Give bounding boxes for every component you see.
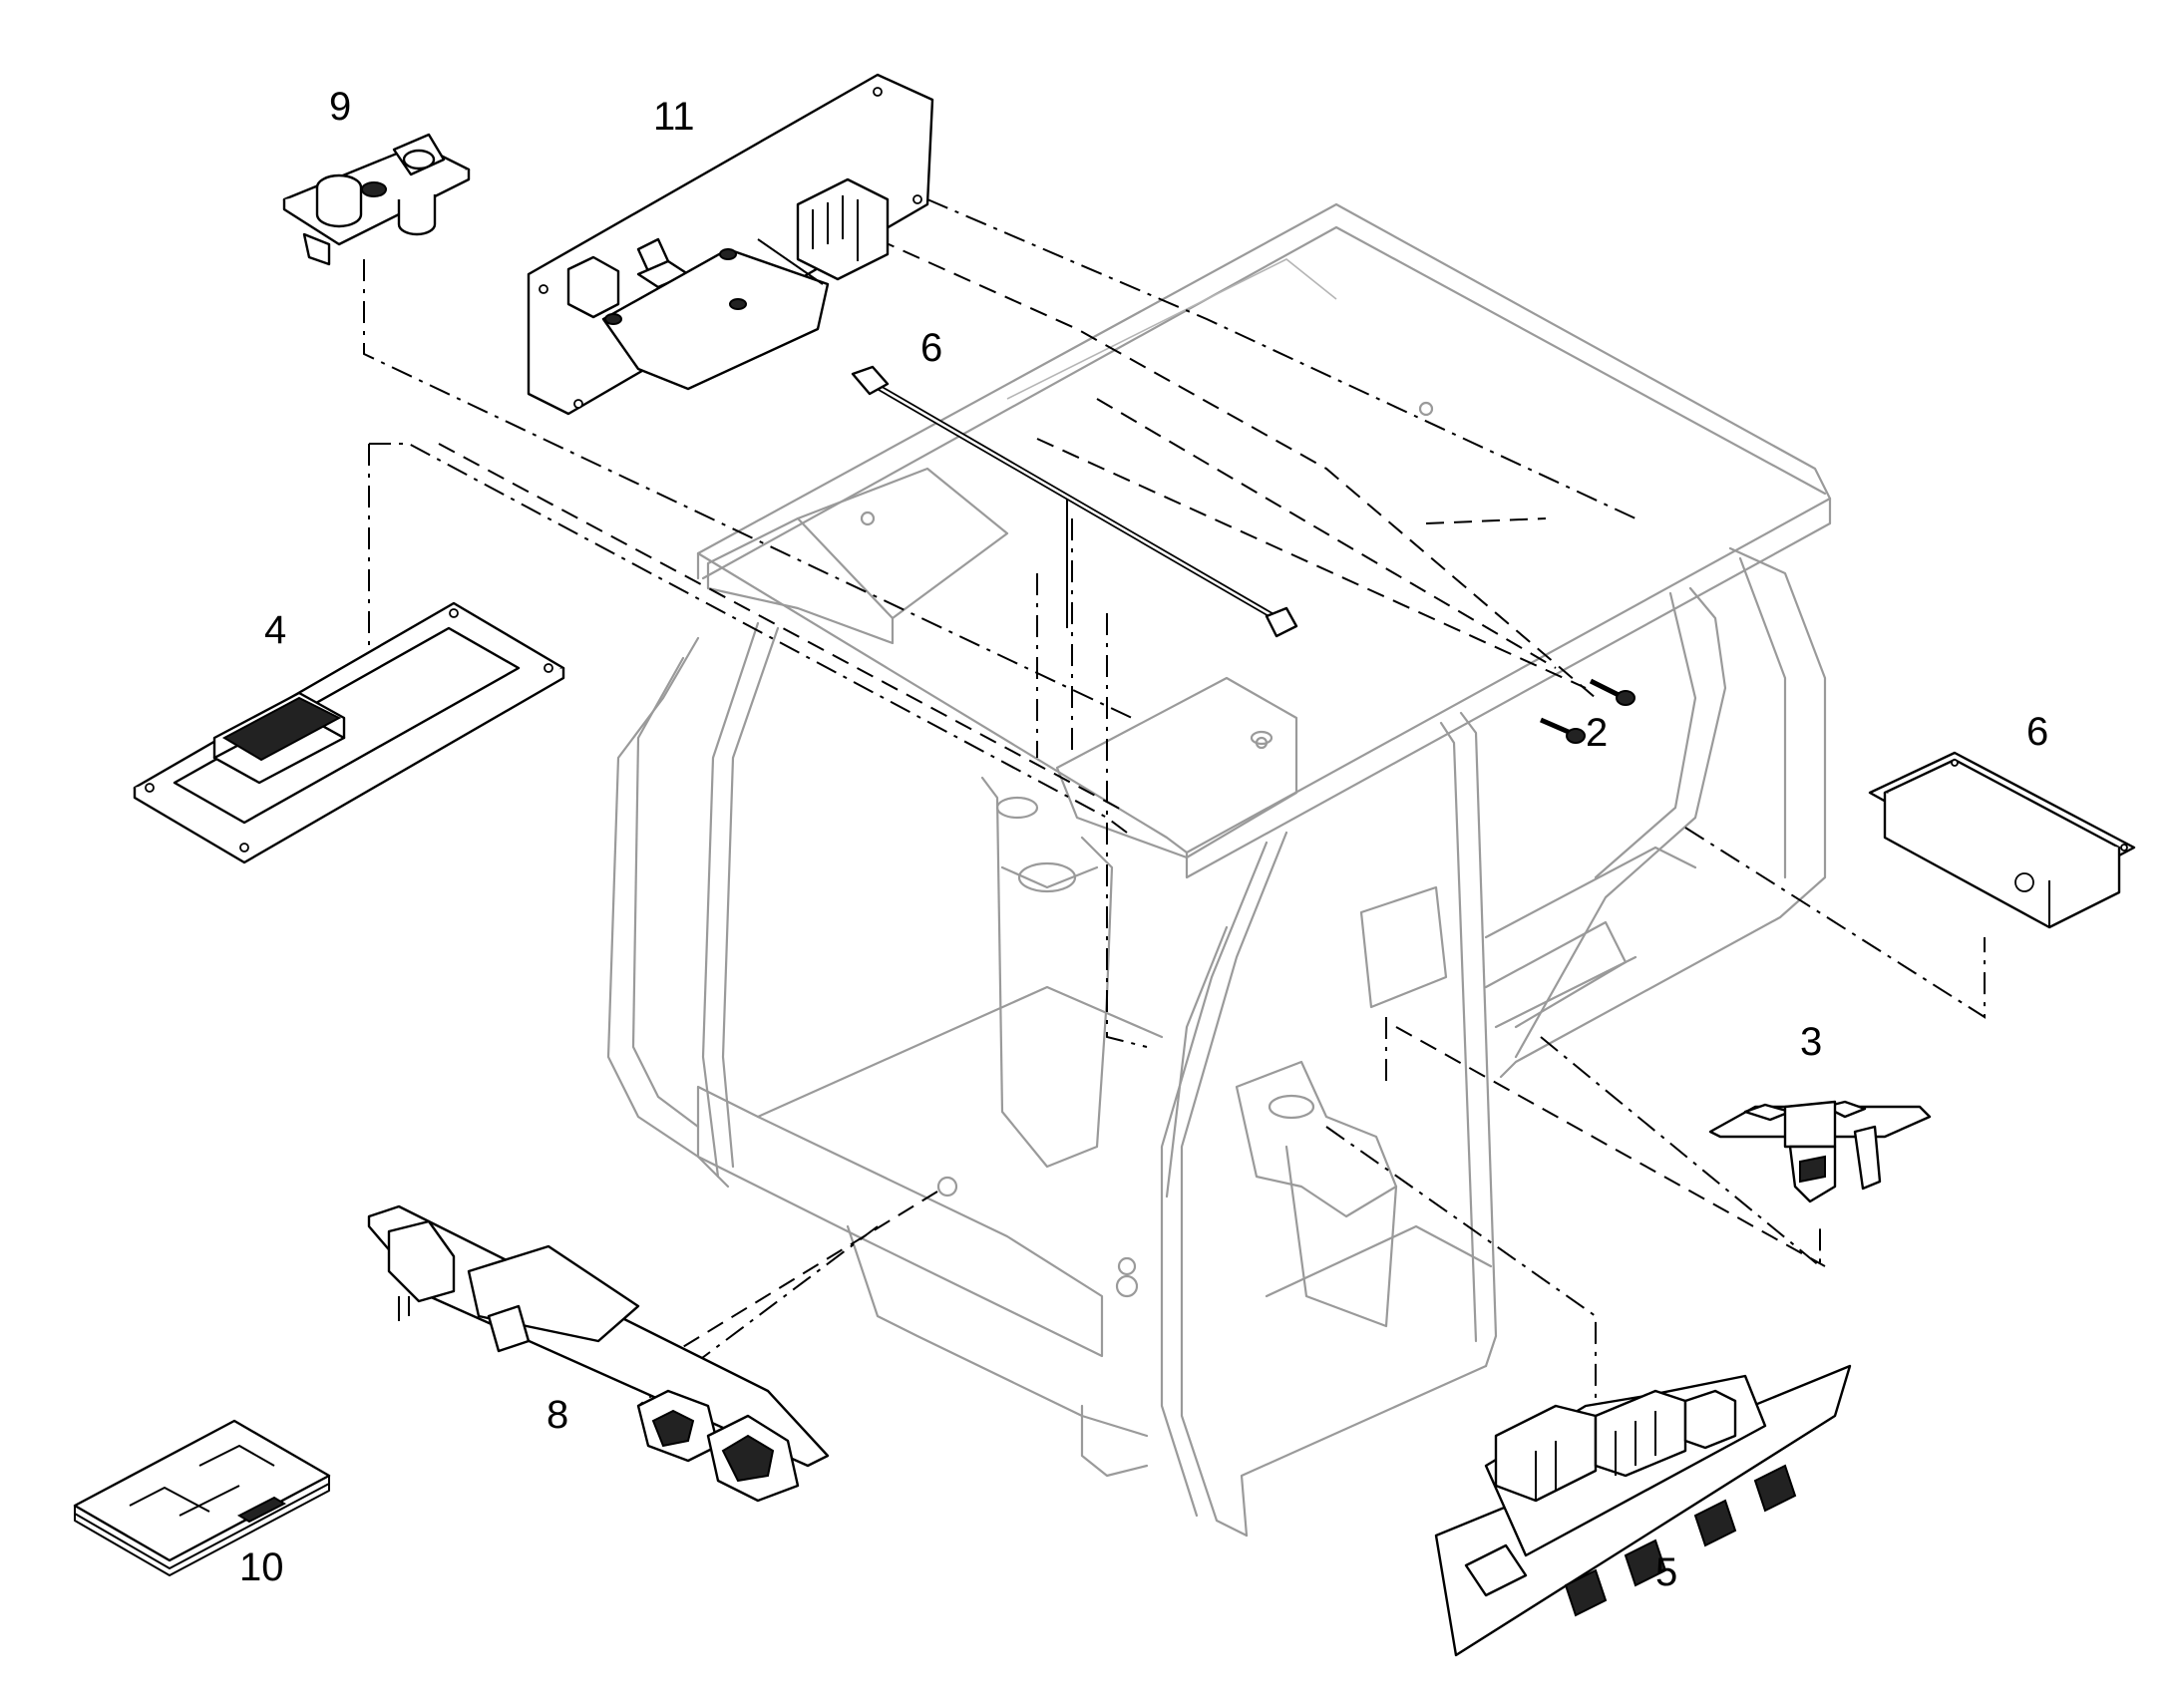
part-10-manual [73, 1419, 331, 1576]
callout-labels: 9 11 6 4 2 6 3 8 10 5 [239, 85, 2048, 1594]
part-6-storage-box [1868, 751, 2136, 929]
part-2-screws [1540, 678, 1635, 744]
callout-6-box: 6 [2026, 710, 2048, 754]
callout-8: 8 [546, 1393, 568, 1437]
part-11-control-panel [527, 73, 934, 416]
callout-5: 5 [1655, 1550, 1677, 1594]
part-5-fuse-panel [1434, 1364, 1852, 1657]
callout-11: 11 [653, 95, 695, 139]
part-3-switch [1708, 1100, 1932, 1203]
callout-2: 2 [1586, 711, 1608, 755]
part-9-switch-panel [282, 133, 471, 266]
callout-10: 10 [239, 1545, 284, 1589]
callout-3: 3 [1800, 1020, 1822, 1064]
cab-frame [606, 202, 1832, 1537]
leader-lines [363, 198, 1986, 1407]
callout-4: 4 [264, 608, 286, 652]
part-6-rod [851, 365, 1298, 638]
callout-6-rod: 6 [920, 326, 942, 370]
part-4-switch-tray [133, 601, 565, 864]
callout-9: 9 [329, 85, 351, 129]
part-8-switch-panel [367, 1204, 830, 1503]
